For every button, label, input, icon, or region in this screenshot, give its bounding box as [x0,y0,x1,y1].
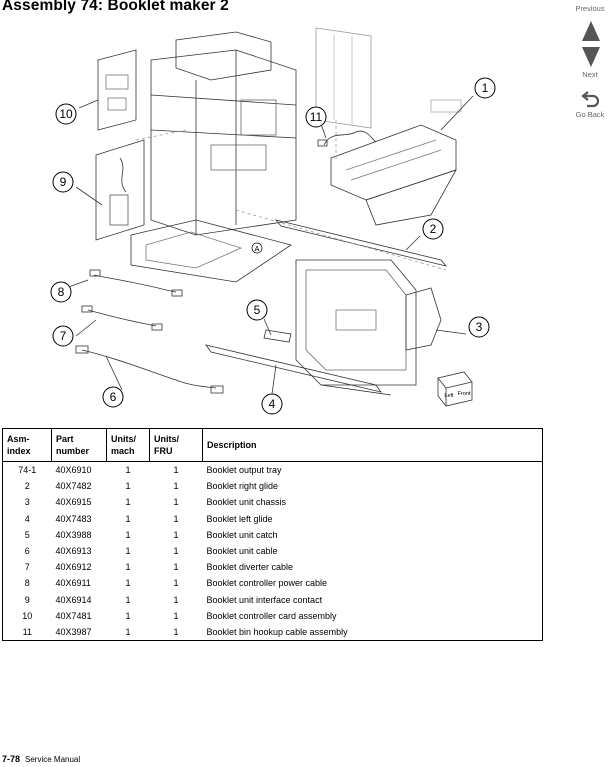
cell-asm-index: 10 [2,607,52,624]
go-back-label[interactable]: Go Back [575,110,605,119]
cell-part-number: 40X6912 [55,562,92,573]
callout-7: 7 [60,329,67,343]
callout-5: 5 [254,303,261,317]
cell-units-mach: 1 [106,623,150,642]
col-description: Description [202,428,543,462]
cell-units-fru: 1 [173,546,179,557]
cell-description: Booklet diverter cable [202,559,543,576]
callout-4: 4 [269,397,276,411]
cell-asm-index: 9 [2,591,52,608]
box-label-front: Front [458,391,471,397]
parts-table: Asm-index Part number Units/ mach Units/… [2,428,543,642]
cell-description: Booklet left glide [202,510,543,527]
cell-units-fru: 1 [173,610,179,621]
cell-asm-index: 4 [2,510,52,527]
cell-asm-index: 6 [2,542,52,560]
cell-part-number: 40X6913 [55,546,92,557]
cell-description: Booklet output tray [202,461,543,479]
cell-part-number: 40X6914 [55,594,92,605]
callout-2: 2 [430,222,437,236]
cell-units-mach: 1 [125,481,131,492]
col-units-fru: Units/ FRU [149,428,203,462]
callout-9: 9 [60,175,67,189]
cell-units-fru: 1 [173,578,179,589]
cell-asm-index: 2 [2,478,52,495]
cell-asm-index: 8 [2,575,52,592]
cell-part-number: 40X7482 [55,481,92,492]
cell-part-number: 40X3987 [51,623,107,642]
cell-description: Booklet unit catch [202,526,543,543]
cell-units-mach: 1 [125,513,131,524]
cell-description: Booklet unit cable [202,542,543,560]
cell-units-mach: 1 [125,578,131,589]
page-footer: 7-78 Service Manual [2,749,80,767]
next-label[interactable]: Next [582,70,598,79]
cell-units-fru: 1 [173,497,179,508]
page-title: Assembly 74: Booklet maker 2 [2,0,229,14]
cell-part-number: 40X3988 [55,529,92,540]
previous-arrow-icon[interactable] [581,20,601,42]
cell-units-mach: 1 [125,529,131,540]
callout-8: 8 [58,285,65,299]
cell-part-number: 40X7481 [55,610,92,621]
callout-10: 10 [59,107,73,121]
cell-units-fru: 1 [173,513,179,524]
cell-description: Booklet unit chassis [202,494,543,511]
cell-asm-index: 11 [2,623,52,642]
cell-part-number: 40X6910 [55,465,92,476]
exploded-parts-diagram: 1 2 3 4 5 6 7 8 9 10 11 A Left Front [50,27,496,415]
cell-part-number: 40X6915 [55,497,92,508]
cell-description: Booklet bin hookup cable assembly [202,623,543,642]
cell-asm-index: 3 [2,494,52,511]
cell-units-mach: 1 [125,594,131,605]
cell-units-mach: 1 [125,497,131,508]
cell-part-number: 40X7483 [55,513,92,524]
cell-units-fru: 1 [173,481,179,492]
manual-name: Service Manual [25,755,81,764]
next-arrow-icon[interactable] [581,46,601,68]
cell-description: Booklet controller power cable [202,575,543,592]
callout-6: 6 [110,390,117,404]
cell-units-fru: 1 [173,529,179,540]
callout-1: 1 [482,81,489,95]
cell-units-fru: 1 [173,465,179,476]
col-asm-index: Asm-index [2,428,52,462]
previous-label[interactable]: Previous [575,4,605,13]
callout-3: 3 [476,320,483,334]
cell-units-mach: 1 [125,562,131,573]
cell-description: Booklet right glide [202,478,543,495]
cell-asm-index: 74-1 [2,461,52,479]
cell-units-mach: 1 [125,610,131,621]
callout-11: 11 [310,110,323,124]
cell-part-number: 40X6911 [55,578,91,589]
cell-units-fru: 1 [149,623,203,642]
col-units-mach: Units/ mach [106,428,150,462]
cell-description: Booklet unit interface contact [202,591,543,608]
box-label-left: Left [444,393,454,399]
cell-asm-index: 5 [2,526,52,543]
page-number: 7-78 [2,754,21,764]
cell-description: Booklet controller card assembly [202,607,543,624]
col-part-number: Part number [51,428,107,462]
cell-units-fru: 1 [173,562,179,573]
cell-asm-index: 7 [2,559,52,576]
go-back-icon[interactable] [581,89,600,108]
cell-units-fru: 1 [173,594,179,605]
marker-a: A [255,246,260,253]
cell-units-mach: 1 [125,546,131,557]
cell-units-mach: 1 [125,465,131,476]
